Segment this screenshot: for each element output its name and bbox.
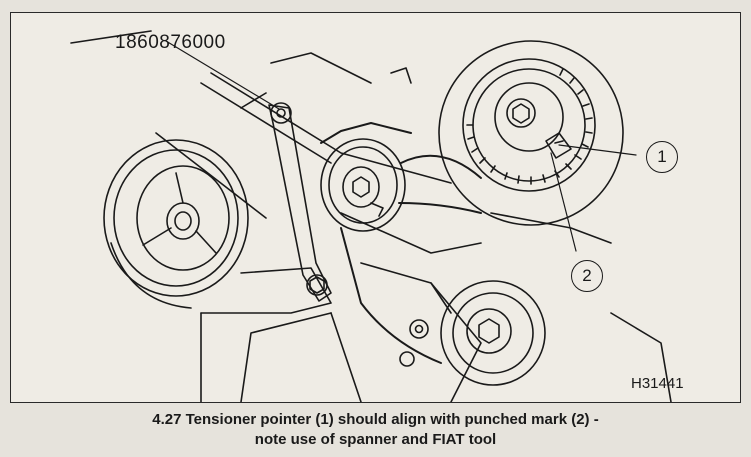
figure-frame: 1860876000 1 2 H31441 xyxy=(10,12,741,403)
tensioner-pulley xyxy=(320,138,406,232)
crankshaft-pulley xyxy=(103,139,249,309)
tensioner-spanner xyxy=(155,92,332,302)
figure-id: H31441 xyxy=(631,375,684,392)
lower-sprocket xyxy=(399,280,546,386)
engine-block xyxy=(70,30,672,402)
callout-2-punched-mark: 2 xyxy=(571,260,603,292)
callout-1-pointer: 1 xyxy=(646,141,678,173)
leader-lines xyxy=(165,40,637,252)
figure-caption: 4.27 Tensioner pointer (1) should align … xyxy=(0,410,751,450)
tool-part-number-label: 1860876000 xyxy=(115,32,226,53)
engine-illustration xyxy=(70,30,672,402)
caption-line-1: 4.27 Tensioner pointer (1) should align … xyxy=(152,411,599,428)
timing-belt xyxy=(320,122,482,364)
camshaft-sprocket xyxy=(438,40,624,226)
caption-line-2: note use of spanner and FIAT tool xyxy=(254,431,497,448)
